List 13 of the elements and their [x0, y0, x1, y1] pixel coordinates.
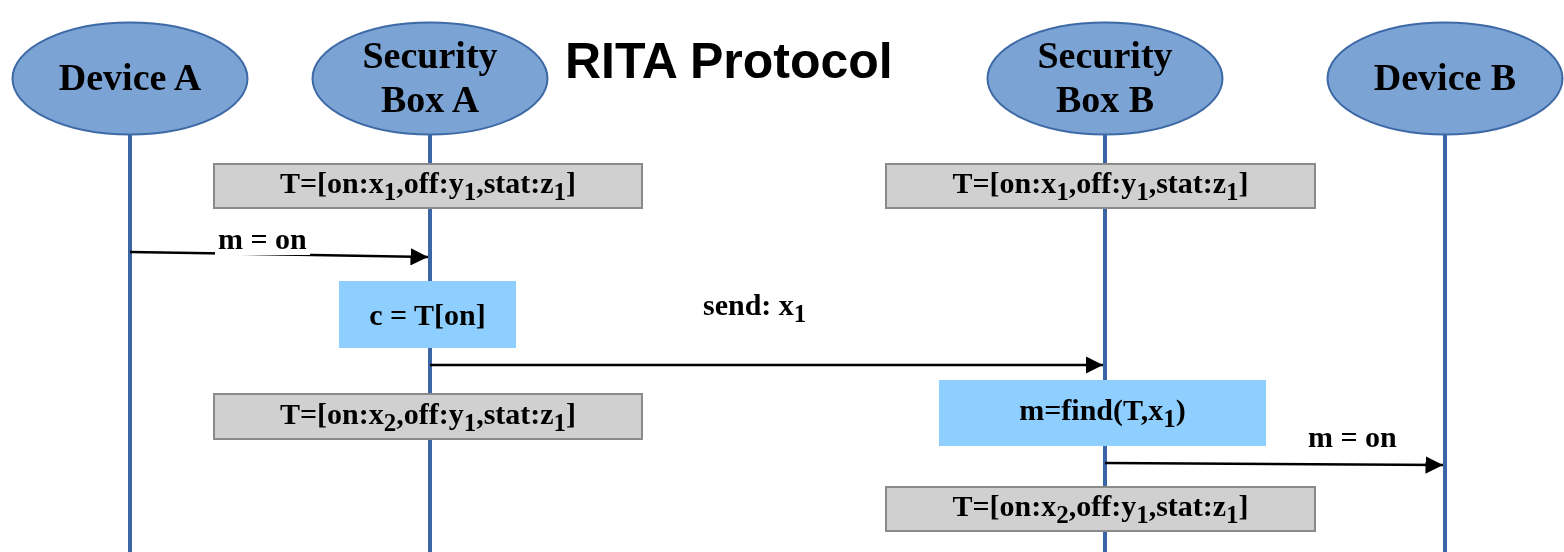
participant-lifeline	[11, 20, 249, 552]
state-box: T=[on:x$_{2}$,off:y$_{1}$,stat:z$_{1}$]	[885, 486, 1316, 532]
participant-name: Device A	[58, 56, 202, 100]
state-box: T=[on:x$_{1}$,off:y$_{1}$,stat:z$_{1}$]	[213, 163, 643, 209]
participant-name: Security Box A	[361, 34, 499, 122]
message-arrow	[430, 356, 1103, 374]
action-box: m=find(T,x$_{1}$)	[939, 380, 1266, 446]
participant-name: Device B	[1373, 56, 1517, 100]
message-arrow	[1105, 456, 1443, 474]
participant-name: Security Box B	[1036, 34, 1174, 122]
diagram-title: RITA Protocol	[565, 34, 893, 89]
state-box: T=[on:x$_{2}$,off:y$_{1}$,stat:z$_{1}$]	[213, 393, 643, 440]
state-box: T=[on:x$_{1}$,off:y$_{1}$,stat:z$_{1}$]	[885, 163, 1316, 209]
